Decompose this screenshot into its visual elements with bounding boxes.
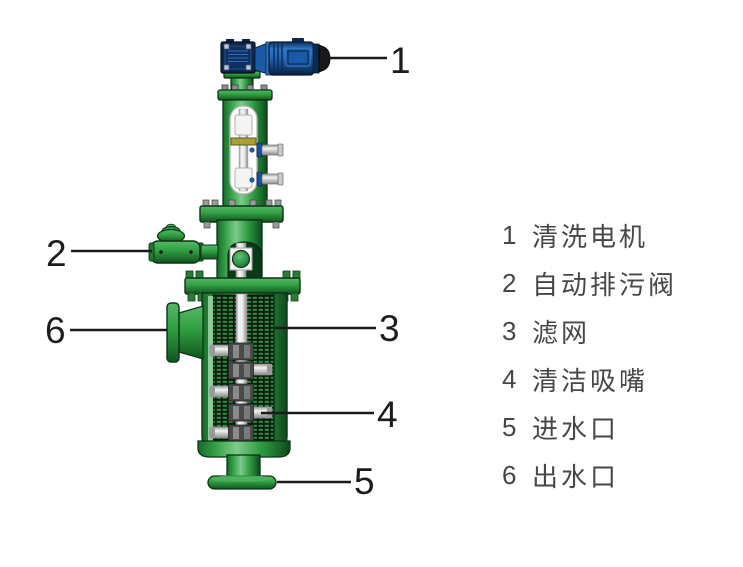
leader-lines — [70, 56, 387, 484]
top-body-flange — [199, 199, 284, 229]
legend: 1 清洗电机 2 自动排污阀 3 滤网 4 清洁吸嘴 5 进水口 6 出水口 — [502, 211, 677, 499]
legend-item-3: 3 滤网 — [502, 307, 677, 355]
legend-item-number: 5 — [502, 411, 517, 442]
callout-number-1: 1 — [390, 40, 411, 81]
cleaning-motor — [220, 38, 331, 76]
legend-item-label: 清洗电机 — [532, 221, 649, 252]
side-port-lower — [256, 171, 284, 187]
legend-item-label: 自动排污阀 — [532, 269, 678, 300]
filter-body — [201, 292, 288, 454]
internal-ball — [231, 249, 251, 269]
drain-valve — [148, 223, 219, 264]
legend-item-label: 滤网 — [532, 317, 591, 348]
legend-item-number: 3 — [502, 315, 517, 346]
inlet-port — [197, 440, 291, 490]
yellow-band — [230, 137, 257, 146]
legend-item-number: 6 — [502, 459, 517, 490]
callout-number-2: 2 — [46, 233, 67, 274]
legend-item-label: 清洁吸嘴 — [532, 365, 649, 396]
callout-number-6: 6 — [45, 310, 66, 351]
legend-item-1: 1 清洗电机 — [502, 211, 677, 259]
side-port-upper — [256, 142, 284, 158]
outlet-flange — [166, 302, 180, 363]
legend-item-number: 1 — [502, 219, 517, 250]
legend-item-number: 2 — [502, 267, 517, 298]
motor-gearbox — [220, 41, 256, 74]
inspection-window — [229, 105, 258, 195]
motor-body — [268, 38, 315, 76]
legend-item-2: 2 自动排污阀 — [502, 259, 677, 307]
callout-number-4: 4 — [377, 394, 398, 435]
suction-nozzles — [209, 342, 273, 442]
legend-item-4: 4 清洁吸嘴 — [502, 355, 677, 403]
outlet-port — [166, 302, 204, 363]
legend-item-number: 4 — [502, 363, 517, 394]
callout-number-5: 5 — [354, 461, 375, 502]
port-dot — [249, 147, 255, 153]
drive-shaft — [238, 108, 249, 192]
legend-item-5: 5 进水口 — [502, 403, 677, 451]
legend-item-label: 进水口 — [532, 413, 620, 444]
callout-number-3: 3 — [379, 308, 400, 349]
mid-pipe — [216, 219, 263, 281]
legend-item-label: 出水口 — [532, 461, 620, 492]
upper-pipe — [217, 70, 284, 209]
legend-item-6: 6 出水口 — [502, 451, 677, 499]
port-dot — [249, 177, 255, 183]
